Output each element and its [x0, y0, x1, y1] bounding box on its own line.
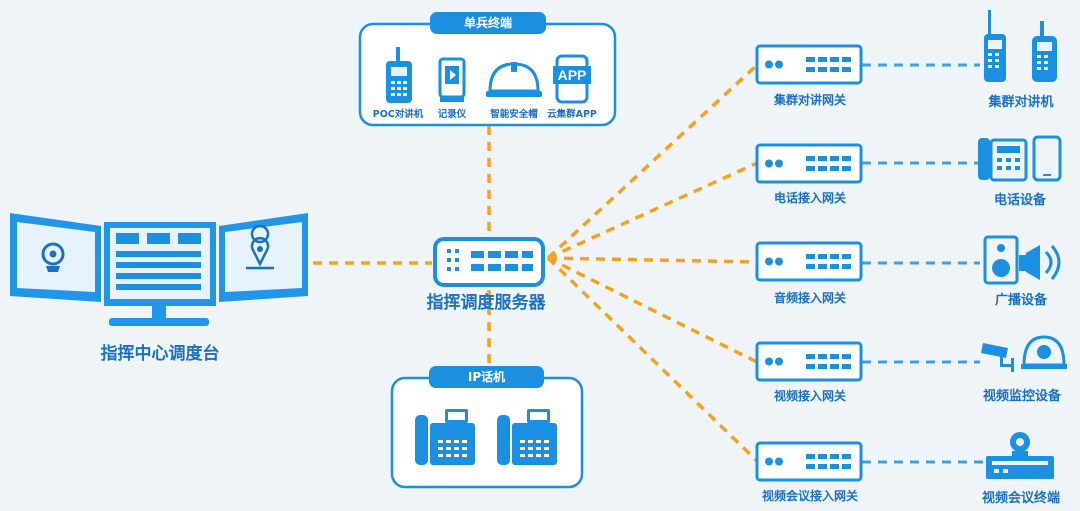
terminal-label-recorder: 记录仪: [437, 109, 467, 120]
gateway-box: [755, 44, 863, 85]
server-gateway-5-link: [546, 256, 759, 463]
server-gateway-4-link: [547, 256, 758, 364]
ip-phone-title: IP话机: [429, 366, 544, 388]
gateway-label-2: 电话接入网关: [773, 191, 847, 205]
conference-icon: [986, 432, 1054, 479]
server-label: 指挥调度服务器: [426, 293, 546, 313]
server-icon: [433, 237, 545, 287]
webcam-icon: [41, 242, 65, 266]
helmet-icon: [486, 62, 542, 97]
map-pin-icon: [250, 224, 270, 267]
connection-lines: [313, 63, 759, 463]
server-gateway-2-link: [547, 161, 758, 260]
single-terminal-panel: APP: [358, 22, 617, 127]
speaker-icon: [983, 235, 1061, 285]
single-terminal-title: 单兵终端: [430, 12, 546, 34]
terminal-label-poc: POC对讲机: [372, 109, 424, 120]
gateway-box: [755, 441, 863, 482]
device-label-radio: 集群对讲机: [988, 95, 1054, 110]
gateway-group: [755, 44, 863, 482]
gateway-label-3: 音频接入网关: [773, 291, 847, 305]
device-label-phone: 电话设备: [993, 193, 1047, 208]
gateway-box: [755, 143, 863, 184]
ip-phone-icon-1: [415, 409, 475, 465]
cctv-icon: [981, 335, 1067, 372]
terminal-label-app: 云集群APP: [547, 109, 597, 120]
app-badge: APP: [558, 67, 587, 83]
gateway-box: [755, 341, 863, 382]
phone-icon: [978, 135, 1062, 182]
radio-icon: [984, 10, 1057, 82]
device-lines: [862, 63, 984, 464]
gateway-box: [755, 241, 863, 282]
app-icon: APP: [553, 54, 591, 104]
console-monitors-icon: [10, 213, 308, 326]
gateway-label-1: 集群对讲网关: [773, 93, 847, 107]
terminal-label-helmet: 智能安全帽: [490, 109, 538, 120]
device-label-conference: 视频会议终端: [981, 491, 1061, 506]
device-label-cctv: 视频监控设备: [982, 389, 1062, 404]
server-gateway-3-link: [547, 256, 758, 264]
ip-phone-panel: [390, 376, 584, 489]
gateway-label-5: 视频会议接入网关: [761, 489, 859, 503]
device-label-broadcast: 广播设备: [994, 293, 1048, 308]
walkie-talkie-icon: [386, 47, 412, 103]
gateway-label-4: 视频接入网关: [773, 389, 847, 403]
body-camera-icon: [438, 57, 466, 102]
console-label: 指挥中心调度台: [100, 344, 220, 364]
ip-phone-icon-2: [497, 409, 557, 465]
